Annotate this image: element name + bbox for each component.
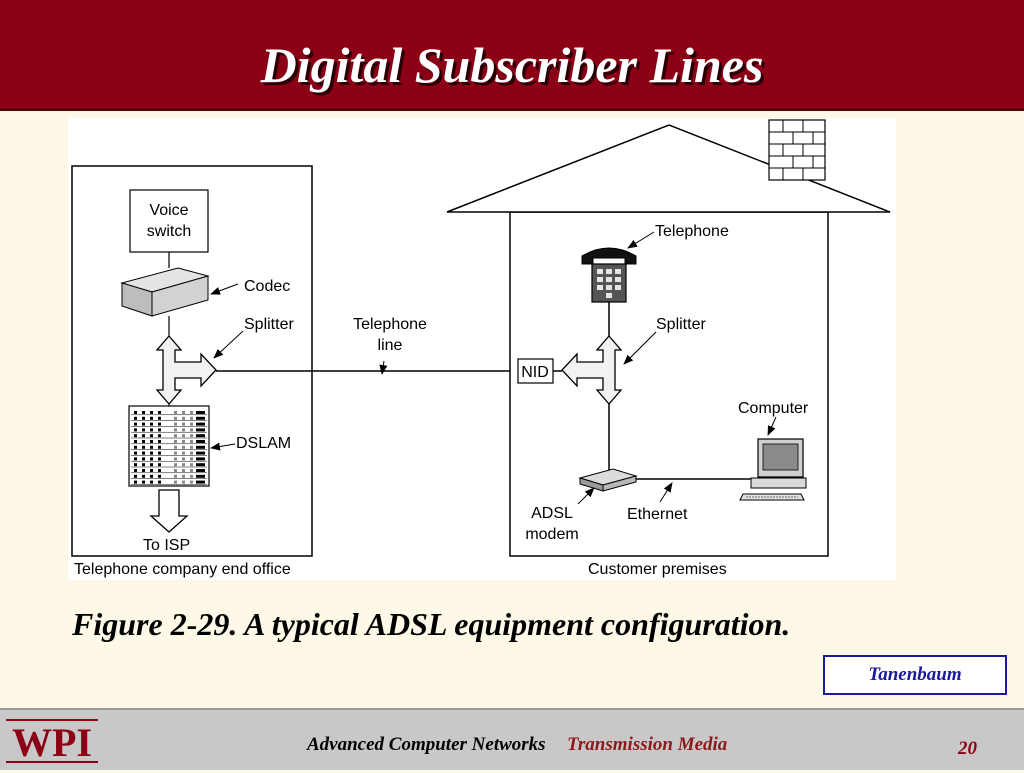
credit-box: Tanenbaum	[823, 655, 1007, 695]
title-bar: Digital Subscriber Lines	[0, 0, 1024, 111]
adsl-modem-label-1: ADSL	[531, 505, 573, 522]
nid-box	[517, 358, 554, 384]
voice-switch-label-2: switch	[147, 223, 191, 240]
telephone-line-label-2: line	[378, 337, 403, 354]
house	[446, 119, 891, 557]
credit-label: Tanenbaum	[868, 664, 962, 685]
footer-course: Advanced Computer Networks	[307, 734, 546, 755]
adsl-modem	[578, 468, 638, 492]
office-splitter-icon	[155, 335, 217, 405]
adsl-diagram: Voice switch Codec Splitter DSLAM To ISP…	[68, 118, 896, 580]
end-office-caption: Telephone company end office	[74, 561, 291, 578]
figure-caption: Figure 2-29. A typical ADSL equipment co…	[72, 606, 791, 642]
customer-splitter-icon	[561, 335, 623, 405]
footer-topic: Transmission Media	[567, 734, 728, 755]
telephone-line-label-1: Telephone	[353, 316, 427, 333]
to-isp-arrow	[149, 489, 189, 533]
page-number: 20	[958, 738, 977, 759]
codec	[120, 267, 210, 317]
footer: WPI Advanced Computer Networks Transmiss…	[0, 708, 1024, 770]
telephone-label: Telephone	[655, 223, 729, 240]
voice-switch	[129, 189, 209, 253]
adsl-modem-label-2: modem	[525, 526, 578, 543]
to-isp-label: To ISP	[143, 537, 190, 554]
computer-icon	[739, 438, 807, 501]
nid-label: NID	[521, 364, 549, 381]
voice-switch-label-1: Voice	[149, 202, 188, 219]
telephone-icon	[581, 247, 637, 303]
computer-label: Computer	[738, 400, 809, 417]
dslam-label: DSLAM	[236, 435, 291, 452]
chimney	[768, 119, 826, 181]
office-splitter-label: Splitter	[244, 316, 294, 333]
ethernet-label: Ethernet	[627, 506, 688, 523]
codec-label: Codec	[244, 278, 290, 295]
wpi-logo-text: WPI	[12, 720, 92, 765]
dslam-rack	[128, 405, 210, 487]
customer-premises-caption: Customer premises	[588, 561, 727, 578]
customer-splitter-label: Splitter	[656, 316, 706, 333]
end-office-box	[71, 165, 313, 557]
wpi-logo: WPI	[2, 714, 102, 768]
slide-title: Digital Subscriber Lines	[260, 37, 764, 93]
